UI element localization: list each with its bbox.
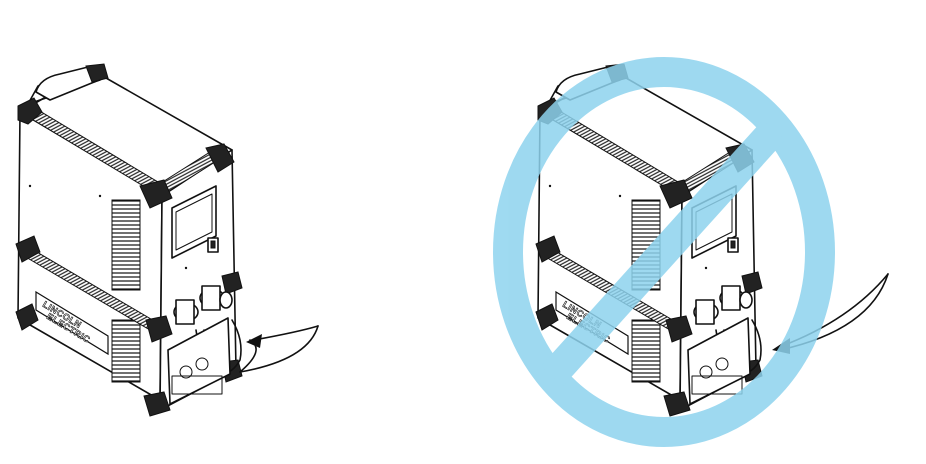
- prohibition-sign: [493, 57, 835, 447]
- prohibition-slash: [540, 119, 786, 387]
- prohibition-ring: [493, 57, 835, 447]
- left-machine-illustration: LINCOLN ELECTRIC: [15, 63, 243, 417]
- left-pointer-arrow: [239, 325, 319, 373]
